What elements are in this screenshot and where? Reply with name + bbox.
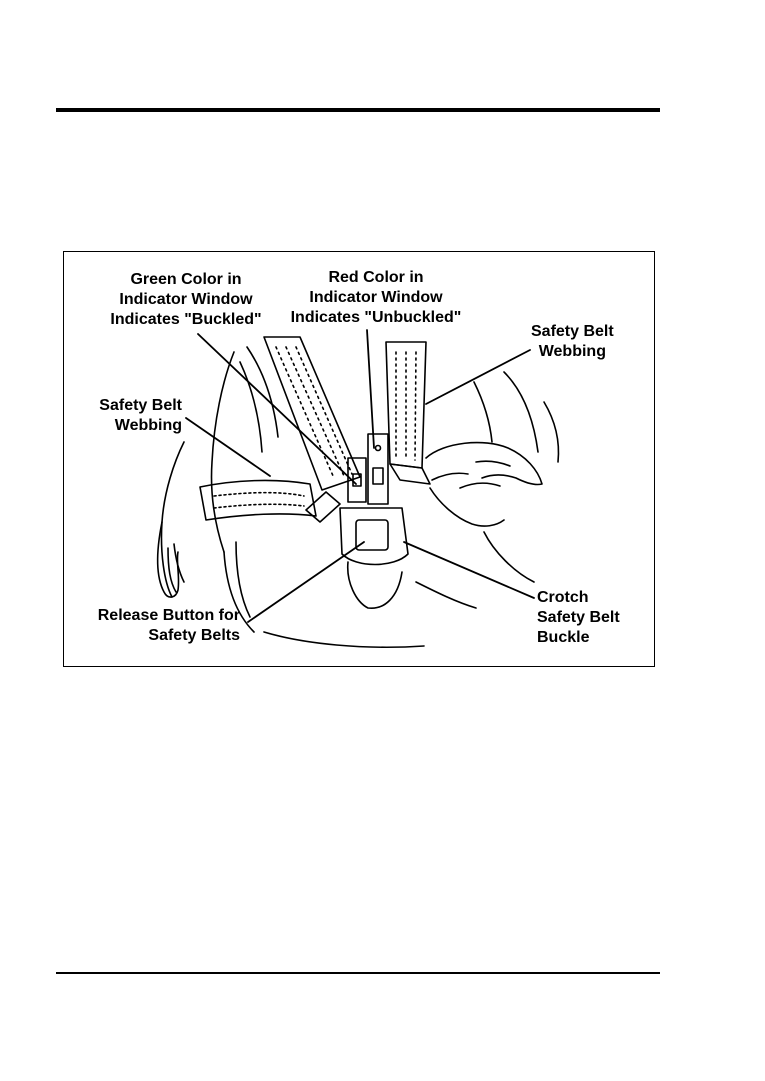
crotch-buckle-body xyxy=(340,508,408,565)
lap-belt-left xyxy=(200,480,316,520)
label-crotch-buckle: Crotch Safety Belt Buckle xyxy=(537,588,620,648)
right-hand xyxy=(426,443,542,485)
crotch-strap xyxy=(348,562,402,608)
safety-belt-figure: Green Color in Indicator Window Indicate… xyxy=(63,251,655,667)
label-webbing-right: Safety Belt Webbing xyxy=(531,322,614,362)
right-belt-tongue xyxy=(390,464,430,484)
leader-webbing-right xyxy=(426,350,530,404)
leader-red-indicator xyxy=(367,330,374,448)
center-tongue-right xyxy=(368,434,388,504)
footer-rule xyxy=(56,972,660,974)
label-release-button: Release Button for Safety Belts xyxy=(78,606,240,646)
right-arm xyxy=(474,382,492,442)
release-button-shape xyxy=(356,520,388,550)
shoulder-strap-left xyxy=(264,337,360,490)
leader-webbing-left xyxy=(186,418,270,476)
label-webbing-left: Safety Belt Webbing xyxy=(78,396,182,436)
torso-shading xyxy=(240,362,262,452)
leader-green-indicator xyxy=(198,334,356,484)
label-green-indicator: Green Color in Indicator Window Indicate… xyxy=(86,270,286,330)
torso-outline-left xyxy=(212,352,235,552)
right-thigh xyxy=(484,532,534,582)
header-rule xyxy=(56,108,660,112)
left-belt-tongue xyxy=(306,492,340,522)
leader-release-button xyxy=(248,542,364,622)
label-red-indicator: Red Color in Indicator Window Indicates … xyxy=(276,268,476,328)
